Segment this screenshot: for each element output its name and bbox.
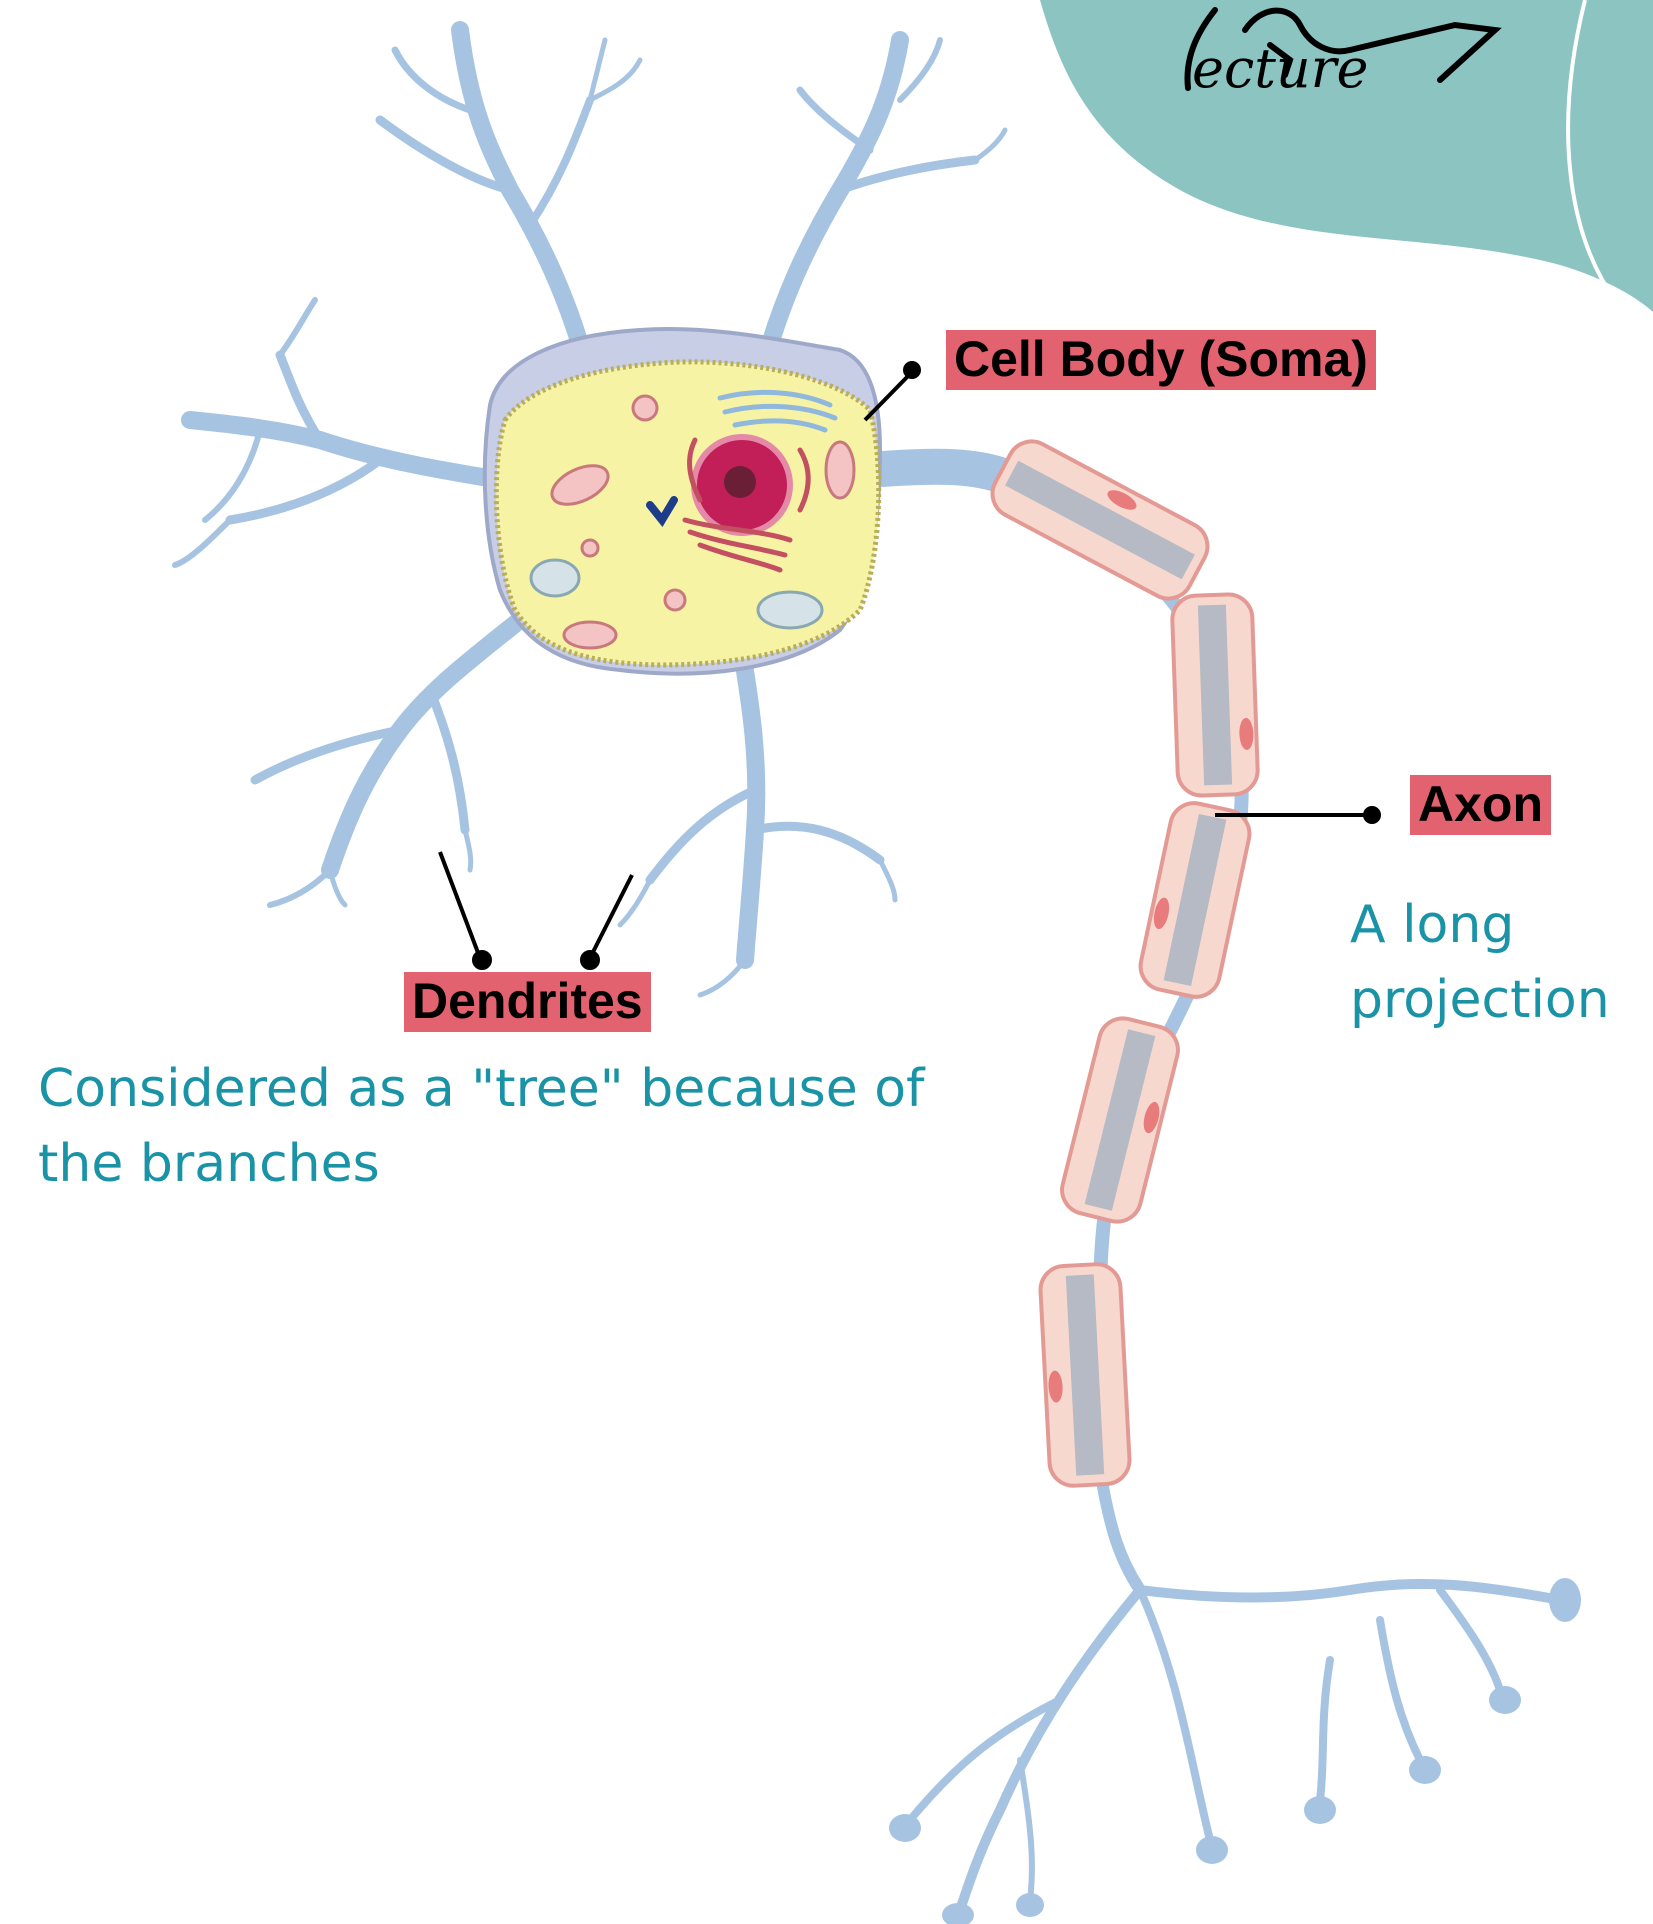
cell-body-label: Cell Body (Soma) xyxy=(946,330,1376,390)
myelin-sheath xyxy=(984,433,1258,1487)
dendrites-description: Considered as a "tree" because of the br… xyxy=(38,1052,998,1203)
logo-text: ecture xyxy=(1192,42,1368,96)
axon-description: A long projection xyxy=(1350,888,1640,1039)
dendrites-label: Dendrites xyxy=(404,972,651,1032)
soma-cytoplasm xyxy=(496,362,878,665)
dendrites-pointer-line-left xyxy=(440,852,480,958)
cell-body xyxy=(485,329,880,674)
axon-terminal-knobs xyxy=(889,1578,1581,1924)
axon-label: Axon xyxy=(1410,775,1551,835)
nucleolus xyxy=(724,466,756,498)
